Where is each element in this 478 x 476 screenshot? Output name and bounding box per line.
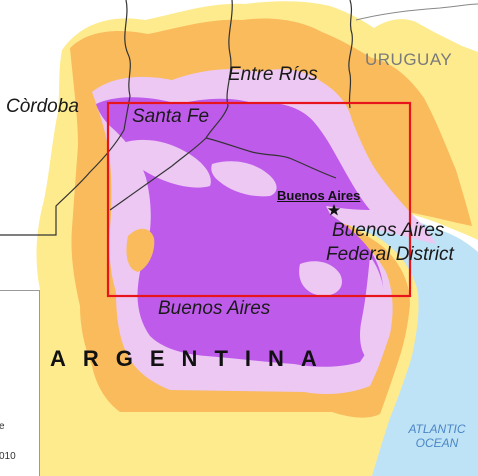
zone-light-purple-hole-west <box>120 139 211 188</box>
focus-area-box <box>106 101 412 298</box>
legend-text-1: e <box>0 421 5 432</box>
label-ocean-line1: ATLANTIC <box>408 422 466 436</box>
label-cordoba: Còrdoba <box>6 96 79 117</box>
label-ocean-line2: OCEAN <box>415 436 459 450</box>
legend-text-2: 010 <box>0 451 16 462</box>
zone-light-purple-hole-south <box>299 261 342 296</box>
label-uruguay: URUGUAY <box>365 50 453 69</box>
zone-light-purple-hole-center <box>211 161 277 197</box>
border-santa-fe-buenos-aires <box>109 137 337 211</box>
border-entre-rios-santa-fe <box>171 0 233 167</box>
label-atlantic-ocean: ATLANTIC OCEAN <box>398 422 476 450</box>
zone-light-purple-coast <box>360 256 385 360</box>
border-uruguay <box>348 0 353 109</box>
label-buenos-aires-city: Buenos Aires <box>277 188 361 203</box>
label-federal-district-line1: Buenos Aires <box>332 220 445 241</box>
label-federal-district-line2: Federal District <box>326 244 454 265</box>
border-north <box>355 3 478 21</box>
label-argentina: ARGENTINA <box>50 346 334 371</box>
label-entre-rios: Entre Ríos <box>228 64 318 85</box>
legend-panel: e 010 <box>0 290 40 476</box>
label-buenos-aires-province: Buenos Aires <box>158 298 271 319</box>
border-santa-fe-cordoba <box>0 0 131 236</box>
zone-orange-hole-southwest <box>126 228 155 272</box>
label-santa-fe: Santa Fe <box>132 106 210 127</box>
star-icon <box>327 204 341 216</box>
atlantic-ocean-water <box>316 100 478 476</box>
